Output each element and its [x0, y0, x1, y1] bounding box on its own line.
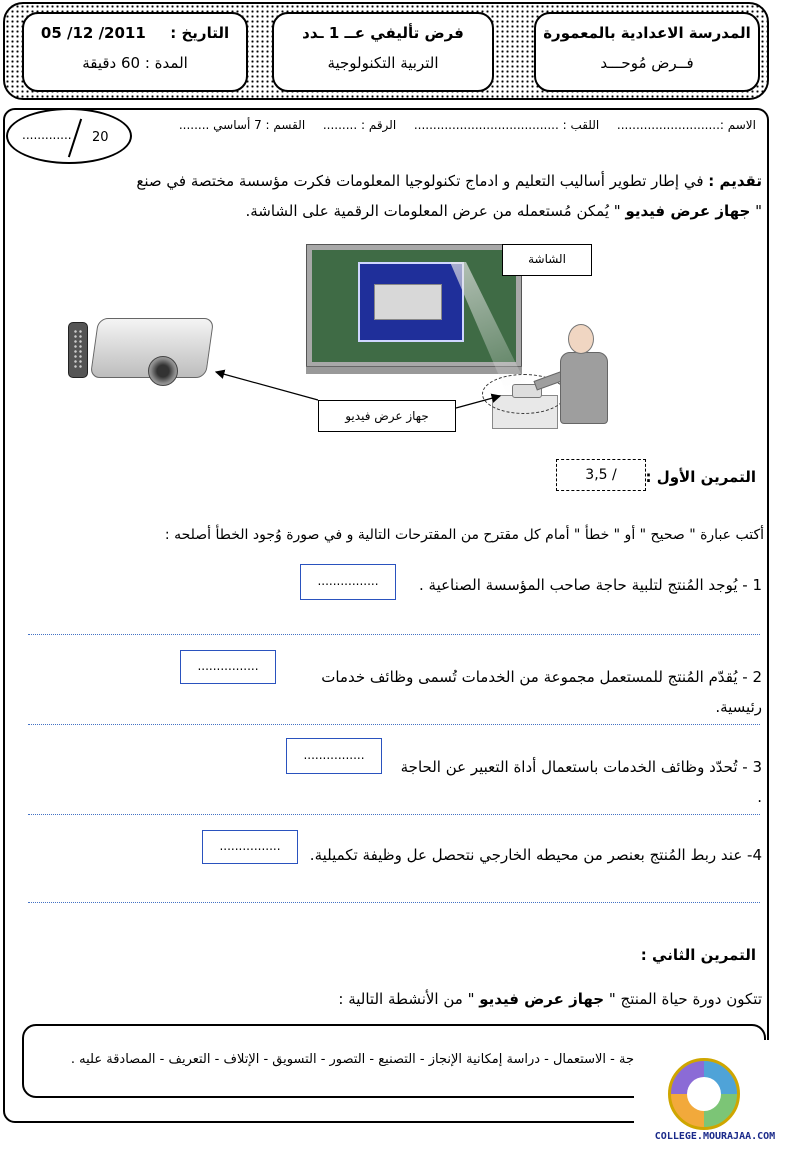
student-info-line: الاسم :........................... اللقب… [166, 118, 756, 132]
activities-text: جة - الاستعمال - دراسة إمكانية الإنجاز -… [70, 1052, 634, 1067]
exercise1-instruction: أكتب عبارة " صحيح " أو " خطأ " أمام كل م… [164, 527, 764, 543]
remote-buttons [73, 329, 83, 369]
site-logo-icon [668, 1058, 740, 1130]
intro-quote-open: " [755, 202, 762, 220]
screen-dialog [374, 284, 442, 320]
header-school-box: المدرسة الاعدادية بالمعمورة فــرض مُوحــ… [534, 12, 760, 92]
arrow-to-projector [214, 369, 319, 401]
intro-text-2: " يُمكن مُستعمله من عرض المعلومات الرقمي… [245, 202, 621, 220]
answer-blank-4: ................ [219, 839, 281, 853]
answer-blank-2: ................ [197, 659, 259, 673]
correction-line-1[interactable] [28, 634, 760, 635]
correction-line-4[interactable] [28, 902, 760, 903]
exercise2-title: التمرين الثاني : [640, 946, 756, 964]
number-field: الرقم : ......... [322, 118, 397, 132]
exercise1-item-3: 3 - تُحدّد وظائف الخدمات باستعمال أداة ا… [400, 758, 762, 806]
intro-device: جهاز عرض فيديو [625, 202, 751, 220]
answer-blank-3: ................ [303, 748, 365, 762]
school-name: المدرسة الاعدادية بالمعمورة [543, 24, 751, 42]
exercise2-intro-after: " من الأنشطة التالية : [338, 990, 475, 1008]
logo-center [687, 1077, 721, 1111]
exercise2-intro: تتكون دورة حياة المنتج " جهاز عرض فيديو … [302, 984, 762, 1014]
intro-text-1: في إطار تطوير أساليب التعليم و ادماج تكن… [136, 172, 704, 190]
intro-label: تقديم : [708, 172, 762, 190]
small-projector [512, 384, 542, 398]
answer-blank-1: ................ [317, 574, 379, 588]
answer-box-4[interactable]: ................ [202, 830, 298, 864]
projector-lens [148, 356, 178, 386]
class-field: القسم : 7 أساسي ........ [178, 118, 306, 132]
arrow-to-small-projector [455, 393, 502, 409]
subject: التربية التكنولوجية [327, 54, 439, 72]
answer-box-3[interactable]: ................ [286, 738, 382, 774]
test-title: فرض تأليفي عــ 1 ـدد [302, 24, 464, 42]
duration-label: المدة : [144, 54, 188, 72]
name-field: الاسم :........................... [616, 118, 756, 132]
correction-line-3[interactable] [28, 814, 760, 815]
watermark-url: COLLEGE.MOURAJAA.COM [654, 1131, 776, 1142]
score-max: 20 [92, 130, 109, 145]
answer-box-1[interactable]: ................ [300, 564, 396, 600]
person-body [560, 352, 608, 424]
exercise2-intro-before: تتكون دورة حياة المنتج " [608, 990, 762, 1008]
answer-box-2[interactable]: ................ [180, 650, 276, 684]
device-label: جهاز عرض فيديو [345, 409, 429, 423]
header-test-box: فرض تأليفي عــ 1 ـدد التربية التكنولوجية [272, 12, 494, 92]
exercise2-device: جهاز عرض فيديو [479, 990, 605, 1008]
remote-control [68, 322, 88, 378]
screen-label: الشاشة [528, 252, 566, 266]
board-rail [306, 366, 522, 374]
exercise1-score: 3,5 / [585, 467, 617, 483]
exam-kind: فــرض مُوحـــد [600, 54, 694, 72]
date-value: 2011/ 12/ 05 [40, 24, 146, 42]
date-label: التاريخ : [170, 24, 230, 42]
intro-paragraph: تقديم : في إطار تطوير أساليب التعليم و ا… [102, 166, 762, 226]
exercise1-item-4: 4- عند ربط المُنتج بعنصر من محيطه الخارج… [309, 846, 762, 864]
exercise1-item-2: 2 - يُقدّم المُنتج للمستعمل مجموعة من ال… [321, 668, 762, 716]
exercise1-title: التمرين الأول : [645, 468, 756, 486]
device-label-box: جهاز عرض فيديو [318, 400, 456, 432]
duration-row: المدة : 60 دقيقة [24, 54, 246, 72]
screen-label-box: الشاشة [502, 244, 592, 276]
score-blank: ............. [22, 128, 72, 142]
date-row: التاريخ : 2011/ 12/ 05 [24, 24, 246, 42]
main-frame [3, 108, 769, 1123]
person-head [568, 324, 594, 354]
exercise1-score-box: 3,5 / [556, 459, 646, 491]
exercise1-item-1: 1 - يُوجد المُنتج لتلبية حاجة صاحب المؤس… [419, 576, 762, 594]
projected-screen [358, 262, 464, 342]
header-date-box: التاريخ : 2011/ 12/ 05 المدة : 60 دقيقة [22, 12, 248, 92]
correction-line-2[interactable] [28, 724, 760, 725]
score-oval: ............. 20 [6, 108, 132, 164]
surname-field: اللقب : ................................… [413, 118, 600, 132]
duration-value: 60 دقيقة [82, 54, 141, 72]
